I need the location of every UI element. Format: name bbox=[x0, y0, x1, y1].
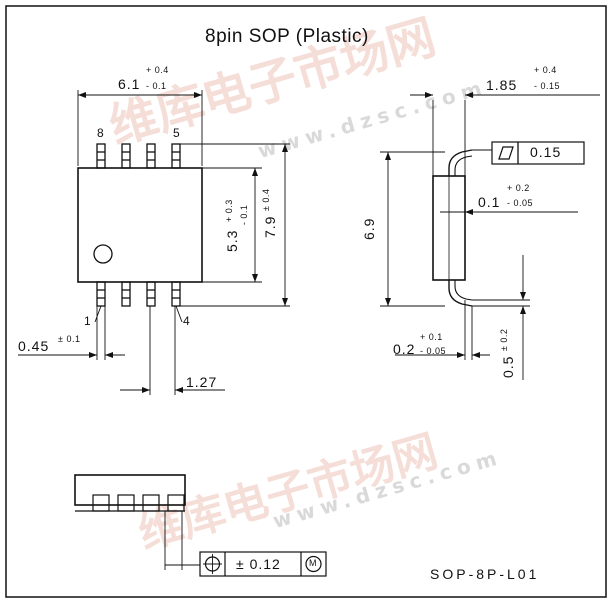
tol-minus: - 0.1 bbox=[146, 81, 167, 91]
tol-minus: - 0.05 bbox=[420, 346, 447, 356]
dim-body-width: 6.1 bbox=[118, 76, 141, 92]
package-code: SOP-8P-L01 bbox=[430, 566, 540, 582]
tol-plus: + 0.2 bbox=[507, 183, 530, 193]
tol-value: ± 0.2 bbox=[499, 328, 509, 352]
dim-lead-thickness: 0.2 bbox=[393, 341, 416, 357]
front-leads bbox=[75, 494, 185, 512]
dim-value: 7.9 bbox=[262, 215, 278, 238]
side-lead-bottom bbox=[448, 280, 473, 307]
pin-label-4: 4 bbox=[183, 314, 190, 328]
position-modifier: M bbox=[309, 558, 317, 568]
top-leads bbox=[96, 143, 181, 169]
tol-minus: - 0.05 bbox=[507, 198, 534, 208]
pin-label-5: 5 bbox=[173, 126, 180, 140]
flatness-value: 0.15 bbox=[530, 144, 562, 160]
dim-standoff: 0.1 bbox=[478, 194, 501, 210]
pin-label-1: 1 bbox=[84, 314, 91, 328]
package-body-top bbox=[77, 167, 203, 283]
dim-lead-width: 0.45 bbox=[18, 338, 50, 354]
frame bbox=[5, 5, 607, 598]
package-body-front bbox=[74, 474, 186, 506]
position-tolerance-frame bbox=[199, 551, 327, 577]
tol-plus: + 0.4 bbox=[146, 65, 169, 75]
dim-overall-length: 7.9 ± 0.4 bbox=[261, 188, 280, 238]
dim-pitch: 1.27 bbox=[186, 374, 218, 390]
tol-minus: - 0.15 bbox=[534, 81, 561, 91]
position-tolerance-value: ± 0.12 bbox=[236, 556, 281, 572]
dim-value: 5.3 bbox=[224, 229, 240, 252]
tol-minus: - 0.1 bbox=[239, 204, 249, 226]
pin1-marker bbox=[93, 244, 113, 264]
dim-height: 1.85 bbox=[486, 77, 518, 93]
dim-lead-foot: 0.5 ± 0.2 bbox=[499, 328, 518, 378]
drawing-title: 8pin SOP (Plastic) bbox=[205, 26, 369, 47]
bottom-leads bbox=[96, 281, 181, 307]
dim-value: 0.5 bbox=[500, 355, 516, 378]
dim-side-height: 6.9 bbox=[361, 217, 377, 240]
tol-value: ± 0.4 bbox=[261, 188, 271, 212]
tol-plus: + 0.4 bbox=[534, 65, 557, 75]
tol-plus: + 0.3 bbox=[224, 199, 234, 222]
pin-label-8: 8 bbox=[97, 126, 104, 140]
tol-plus: + 0.1 bbox=[420, 332, 443, 342]
side-lead-top bbox=[448, 149, 473, 176]
flatness-frame bbox=[491, 141, 585, 165]
tol-value: ± 0.1 bbox=[58, 334, 81, 344]
